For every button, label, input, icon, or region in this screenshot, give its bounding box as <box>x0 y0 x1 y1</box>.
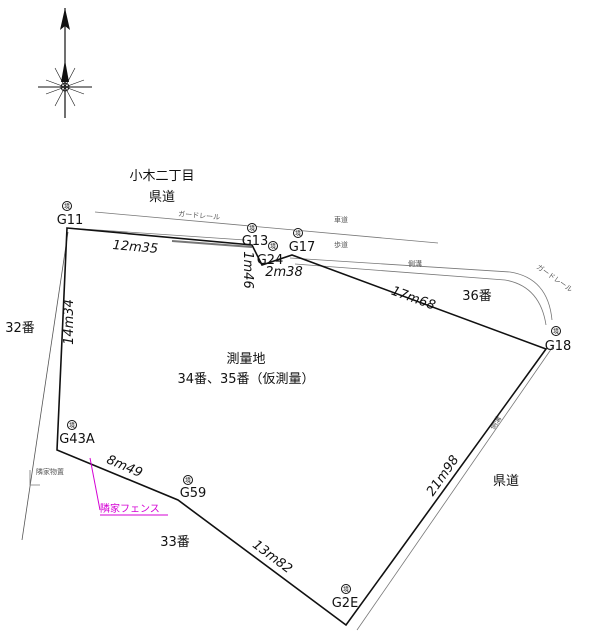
monument-icon-g13: 境 <box>247 223 257 233</box>
area-name: 小木二丁目 <box>129 169 194 184</box>
monument-icon-g17: 境 <box>293 228 303 238</box>
distance-g24-g17: 2m38 <box>265 265 302 280</box>
parcel-33-label: 33番 <box>160 535 190 550</box>
road-edges <box>21 211 555 631</box>
point-label-g2e: G2E <box>332 596 359 611</box>
survey-area-detail: 34番、35番（仮測量） <box>177 372 314 387</box>
distance-g13-g24: 1m46 <box>240 251 255 288</box>
parcel-36-label: 36番 <box>462 289 492 304</box>
svg-text:境: 境 <box>553 328 559 336</box>
monument-icon-g11: 境 <box>62 201 72 211</box>
monument-icon-g24: 境 <box>268 241 278 251</box>
neighbor-fence-label: 隣家フェンス <box>100 502 160 515</box>
point-label-g17: G17 <box>289 240 316 255</box>
svg-text:境: 境 <box>270 243 276 251</box>
svg-text:境: 境 <box>69 422 75 430</box>
point-label-g18: G18 <box>545 339 572 354</box>
monument-markers: 境 境 境 境 境 境 境 境 <box>62 201 561 594</box>
svg-text:境: 境 <box>64 203 70 211</box>
road-name: 県道 <box>149 190 175 205</box>
monument-icon-g43a: 境 <box>67 420 77 430</box>
guardrail-top-label: ガードレール <box>178 209 221 222</box>
distance-g17-g18: 17m68 <box>389 284 437 314</box>
svg-text:境: 境 <box>343 586 349 594</box>
point-label-g11: G11 <box>57 213 84 228</box>
prefectural-road-label: 県道 <box>493 474 519 489</box>
point-label-g43a: G43A <box>59 432 95 447</box>
point-label-g24: G24 <box>257 253 284 268</box>
ditch-label: 側溝 <box>408 259 422 268</box>
parcel-boundary <box>56 227 548 627</box>
svg-text:境: 境 <box>249 225 255 233</box>
neighbor-building-label: 隣家物置 <box>36 467 64 476</box>
distance-g43a-g11: 14m34 <box>62 299 77 345</box>
svg-text:境: 境 <box>295 230 301 238</box>
sidewalk-label: 歩道 <box>334 240 348 249</box>
ditch-right-label: 側溝 <box>488 414 503 431</box>
survey-area-title: 測量地 <box>226 352 265 367</box>
distance-g11-g13: 12m35 <box>112 238 159 257</box>
monument-icon-g59: 境 <box>183 475 193 485</box>
point-label-g59: G59 <box>180 486 207 501</box>
parcel-32-label: 32番 <box>5 321 35 336</box>
fence-leader-line <box>89 457 101 511</box>
point-label-g13: G13 <box>242 234 269 249</box>
monument-icon-g2e: 境 <box>341 584 351 594</box>
north-arrow-icon <box>38 8 92 118</box>
svg-text:境: 境 <box>185 477 191 485</box>
roadway-label: 車道 <box>334 215 348 224</box>
distance-g59-g43a: 8m49 <box>104 453 144 481</box>
monument-icon-g18: 境 <box>551 326 561 336</box>
